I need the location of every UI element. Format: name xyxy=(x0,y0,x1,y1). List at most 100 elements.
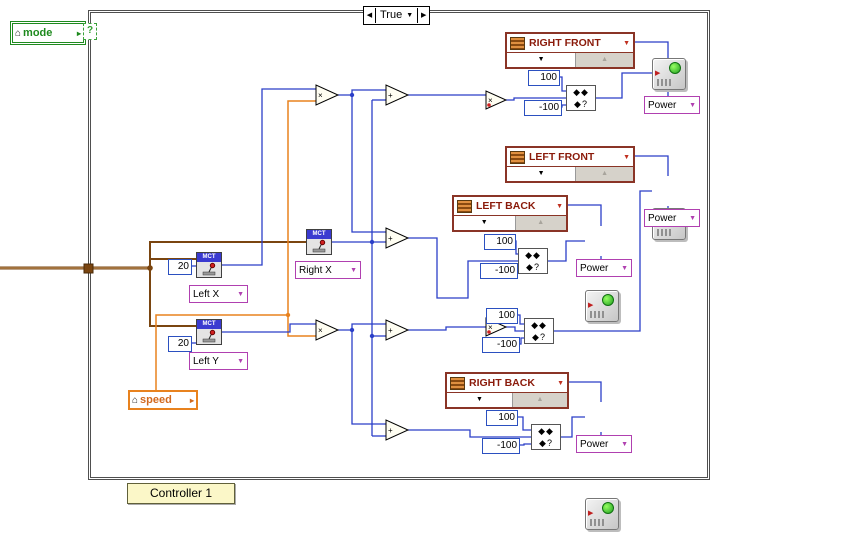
upper-limit-constant[interactable]: 100 xyxy=(486,410,518,426)
port-dropdown[interactable]: ▼ xyxy=(507,53,577,67)
scale-operator[interactable] xyxy=(485,90,508,110)
case-selector-value: True xyxy=(380,9,403,21)
chevron-down-icon[interactable]: ▼ xyxy=(689,214,696,222)
lower-limit-constant[interactable]: -100 xyxy=(482,337,520,353)
axis-selector-left-y[interactable]: Left Y ▼ xyxy=(189,352,248,370)
upper-limit-constant[interactable]: 100 xyxy=(528,70,560,86)
motor-write-node[interactable]: ▶ xyxy=(652,58,686,90)
port-spinner-up-icon[interactable]: ▲ xyxy=(512,393,567,407)
power-mode-selector[interactable]: Power ▼ xyxy=(644,209,700,227)
green-led-icon xyxy=(602,294,614,306)
add-operator[interactable] xyxy=(385,227,410,249)
axis-selector-left-x[interactable]: Left X ▼ xyxy=(189,285,248,303)
motor-name: LEFT BACK xyxy=(476,200,536,212)
port-spinner-up-icon[interactable]: ▲ xyxy=(515,216,566,230)
port-dropdown[interactable]: ▼ xyxy=(447,393,513,407)
coerce-icon: ◆◆ xyxy=(573,87,589,97)
motor-name: RIGHT BACK xyxy=(469,377,535,389)
mct-icon-label: MCT xyxy=(197,253,221,262)
chevron-down-icon[interactable]: ▼ xyxy=(621,264,628,272)
deadband-constant[interactable]: 20 xyxy=(168,336,192,352)
svg-text:+: + xyxy=(388,426,393,435)
wire-junctions xyxy=(349,92,375,339)
port-dropdown[interactable]: ▼ xyxy=(454,216,516,230)
coerce-icon: ◆◆ xyxy=(525,250,541,260)
joystick-icon xyxy=(197,262,221,277)
arrow-right-icon: ▸ xyxy=(189,395,194,405)
chevron-down-icon[interactable]: ▼ xyxy=(623,153,630,161)
coerce-icon: ◆◆ xyxy=(538,426,554,436)
chevron-down-icon[interactable]: ▼ xyxy=(237,357,244,365)
device-ref-branches[interactable] xyxy=(149,241,306,327)
red-arrow-icon: ▶ xyxy=(588,302,594,309)
mode-control[interactable]: ⌂ mode ▸ xyxy=(10,21,86,45)
add-operator[interactable] xyxy=(385,84,410,106)
speed-control[interactable]: ⌂ speed ▸ xyxy=(128,390,198,410)
motor-ref-left-back[interactable]: LEFT BACK ▼ ▼ ▲ xyxy=(452,195,568,232)
power-label: Power xyxy=(580,262,609,274)
wire-junction xyxy=(147,265,153,271)
motor-ref-left-front[interactable]: LEFT FRONT ▼ ▼ ▲ xyxy=(505,146,635,183)
coerce-icon: ◆◆ xyxy=(531,320,547,330)
house-icon: ⌂ xyxy=(15,27,22,39)
port-spinner-up-icon[interactable]: ▲ xyxy=(576,53,633,67)
add-operator[interactable] xyxy=(385,319,410,341)
previous-case-icon[interactable]: ◀ xyxy=(364,8,376,23)
arrow-right-icon: ▸ xyxy=(76,28,81,38)
port-spinner-up-icon[interactable]: ▲ xyxy=(576,167,633,181)
speed-label: speed xyxy=(140,394,172,406)
svg-text:×: × xyxy=(318,326,323,335)
axis-selector-right-x[interactable]: Right X ▼ xyxy=(295,261,361,279)
lower-limit-constant[interactable]: -100 xyxy=(524,100,562,116)
motor-vents-icon xyxy=(590,311,605,318)
house-icon: ⌂ xyxy=(132,394,139,406)
case-selector-terminal[interactable]: ? xyxy=(83,23,97,40)
chevron-down-icon[interactable]: ▼ xyxy=(557,379,564,387)
svg-text:×: × xyxy=(488,323,493,332)
frame-tunnel[interactable] xyxy=(83,263,94,274)
multiply-operator[interactable] xyxy=(315,319,340,341)
green-led-icon xyxy=(602,502,614,514)
lower-limit-constant[interactable]: -100 xyxy=(480,263,518,279)
chevron-down-icon[interactable]: ▼ xyxy=(689,101,696,109)
in-range-coerce-node[interactable]: ◆◆ ◆? xyxy=(524,318,554,344)
power-label: Power xyxy=(648,212,677,224)
numeric-wires[interactable] xyxy=(190,41,669,446)
motor-name: LEFT FRONT xyxy=(529,151,595,163)
power-mode-selector[interactable]: Power ▼ xyxy=(576,435,632,453)
lower-limit-constant[interactable]: -100 xyxy=(482,438,520,454)
power-mode-selector[interactable]: Power ▼ xyxy=(644,96,700,114)
chevron-down-icon[interactable]: ▼ xyxy=(621,440,628,448)
motor-ref-right-front[interactable]: RIGHT FRONT ▼ ▼ ▲ xyxy=(505,32,635,69)
upper-limit-constant[interactable]: 100 xyxy=(486,308,518,324)
case-selector[interactable]: ◀ True ▼ ▶ xyxy=(363,6,431,25)
next-case-icon[interactable]: ▶ xyxy=(417,8,429,23)
joystick-node-left-x[interactable]: MCT xyxy=(196,252,222,278)
motor-write-node[interactable]: ▶ xyxy=(585,290,619,322)
motor-port-icon xyxy=(510,150,525,164)
deadband-constant[interactable]: 20 xyxy=(168,259,192,275)
chevron-down-icon[interactable]: ▼ xyxy=(406,12,414,19)
svg-text:×: × xyxy=(318,91,323,100)
multiply-operator[interactable] xyxy=(315,84,340,106)
motor-write-node[interactable]: ▶ xyxy=(585,498,619,530)
green-led-icon xyxy=(669,62,681,74)
controller-caption[interactable]: Controller 1 xyxy=(127,483,235,504)
motor-name: RIGHT FRONT xyxy=(529,37,601,49)
chevron-down-icon[interactable]: ▼ xyxy=(350,266,357,274)
chevron-down-icon[interactable]: ▼ xyxy=(556,202,563,210)
chevron-down-icon[interactable]: ▼ xyxy=(623,39,630,47)
joystick-node-right-x[interactable]: MCT xyxy=(306,229,332,255)
mct-icon-label: MCT xyxy=(197,320,221,329)
chevron-down-icon[interactable]: ▼ xyxy=(237,290,244,298)
in-range-coerce-node[interactable]: ◆◆ ◆? xyxy=(566,85,596,111)
port-dropdown[interactable]: ▼ xyxy=(507,167,577,181)
add-operator[interactable] xyxy=(385,419,410,441)
motor-ref-right-back[interactable]: RIGHT BACK ▼ ▼ ▲ xyxy=(445,372,569,409)
in-range-coerce-node[interactable]: ◆◆ ◆? xyxy=(531,424,561,450)
motor-port-icon xyxy=(450,376,465,390)
upper-limit-constant[interactable]: 100 xyxy=(484,234,516,250)
in-range-coerce-node[interactable]: ◆◆ ◆? xyxy=(518,248,548,274)
power-mode-selector[interactable]: Power ▼ xyxy=(576,259,632,277)
joystick-node-left-y[interactable]: MCT xyxy=(196,319,222,345)
